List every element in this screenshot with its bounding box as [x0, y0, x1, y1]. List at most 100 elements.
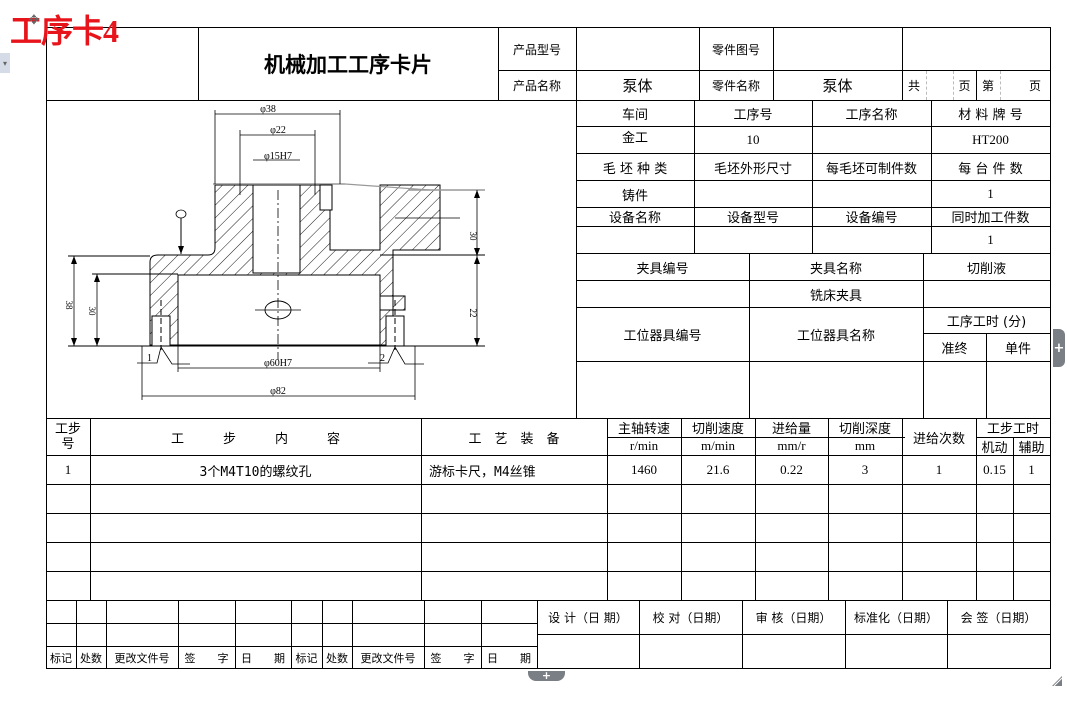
approval-col-line — [639, 600, 640, 668]
step-depth[interactable]: 3 — [861, 462, 869, 477]
page-unit-label: 页 — [958, 78, 971, 93]
product-name-value[interactable]: 泵体 — [622, 76, 653, 95]
equipment-name-label: 设备名称 — [608, 210, 661, 226]
header-bottom-line — [46, 100, 1051, 101]
blank-size-label: 毛坯外形尺寸 — [713, 161, 792, 177]
coolant-value[interactable] — [923, 281, 1050, 307]
unit-time-value[interactable] — [986, 362, 1050, 418]
parts-per-blank-value[interactable] — [812, 181, 931, 207]
operation-no-label: 工序号 — [733, 108, 773, 123]
step-content[interactable] — [90, 514, 421, 542]
passes-header: 进给次数 — [912, 431, 965, 447]
check-date-label: 校 对（日期） — [652, 611, 729, 625]
revision-col-line — [322, 600, 323, 668]
step-no[interactable]: 1 — [64, 462, 72, 477]
step-equipment[interactable] — [421, 514, 607, 542]
parts-per-unit-value[interactable]: 1 — [987, 186, 994, 201]
check-date-value[interactable] — [639, 635, 742, 668]
station-tool-no-value[interactable] — [576, 362, 749, 418]
step-equipment[interactable]: 游标卡尺，M4丝锥 — [429, 464, 536, 480]
fixture-no-value[interactable] — [576, 281, 749, 307]
workshop-value[interactable]: 金工 — [621, 130, 648, 146]
step-no[interactable] — [46, 572, 90, 600]
dashed-guide — [953, 71, 954, 100]
station-tool-name-value[interactable] — [749, 362, 923, 418]
review-date-value[interactable] — [742, 635, 845, 668]
equipment-name-value[interactable] — [576, 227, 694, 253]
design-date-label: 设 计（日 期） — [548, 611, 628, 625]
step-content[interactable] — [90, 572, 421, 600]
material-grade-value[interactable]: HT200 — [972, 132, 1009, 147]
step-no[interactable] — [46, 514, 90, 542]
table-resize-handle-icon[interactable] — [1052, 671, 1063, 687]
step-aux-time[interactable]: 1 — [1028, 462, 1035, 477]
steps-col-line — [90, 418, 91, 600]
steps-row-line — [46, 571, 1051, 572]
left-margin-dropdown-icon[interactable]: ▾ — [0, 53, 10, 73]
date-label: 日 期 — [241, 651, 285, 665]
review-date-label: 审 核（日期） — [755, 611, 832, 625]
step-equipment[interactable] — [421, 485, 607, 513]
step-speed[interactable]: 21.6 — [706, 462, 730, 477]
cutting-speed-unit: m/min — [701, 438, 735, 453]
step-machine-time[interactable]: 0.15 — [983, 462, 1006, 477]
dim-h30: 30 — [87, 307, 97, 317]
blank-type-label: 毛 坯 种 类 — [602, 161, 668, 177]
blank-size-value[interactable] — [694, 181, 812, 207]
header-divider — [976, 70, 977, 100]
revision-count-label: 处数 — [80, 651, 102, 665]
cut-depth-header: 切削深度 — [838, 422, 891, 437]
step-no[interactable] — [46, 543, 90, 571]
step-equipment[interactable] — [421, 543, 607, 571]
step-no[interactable] — [46, 485, 90, 513]
material-grade-label: 材 料 牌 号 — [958, 108, 1023, 123]
machine-time-header: 机动 — [981, 440, 1008, 456]
dim-phi38: φ38 — [260, 104, 276, 115]
simultaneous-parts-label: 同时加工件数 — [951, 210, 1030, 226]
fixture-col-line — [986, 333, 987, 418]
info-row-line — [576, 180, 1051, 181]
step-content[interactable]: 3个M4T10的螺纹孔 — [199, 464, 312, 480]
equipment-model-value[interactable] — [694, 227, 812, 253]
step-content[interactable] — [90, 543, 421, 571]
prep-time-label: 准终 — [941, 342, 968, 357]
fixture-row-line — [923, 333, 1051, 334]
add-column-button[interactable]: + — [1053, 329, 1065, 367]
signature-label-2: 签 字 — [430, 651, 475, 665]
step-spindle[interactable]: 1460 — [631, 462, 657, 477]
standardize-date-value[interactable] — [845, 635, 947, 668]
blank-type-value[interactable]: 铸件 — [621, 188, 648, 204]
operation-name-value[interactable] — [812, 127, 931, 153]
steps-row-line — [46, 484, 1051, 485]
steps-col-line — [755, 418, 756, 600]
dashed-guide — [926, 71, 927, 100]
product-model-value[interactable] — [576, 28, 699, 70]
spindle-speed-unit: r/min — [629, 438, 659, 453]
simultaneous-parts-value[interactable]: 1 — [987, 232, 994, 247]
frame-top — [46, 27, 1051, 28]
dim-phi15: φ15H7 — [264, 151, 292, 162]
part-name-value[interactable]: 泵体 — [822, 76, 853, 95]
step-equipment[interactable] — [421, 572, 607, 600]
countersign-date-value[interactable] — [947, 635, 1050, 668]
card-number-title: 工序卡4 — [10, 13, 119, 49]
step-passes[interactable]: 1 — [935, 462, 943, 477]
revision-col-line — [106, 600, 107, 668]
equipment-no-value[interactable] — [812, 227, 931, 253]
part-drawing-no-value[interactable] — [773, 28, 902, 70]
steps-row-line — [46, 455, 1051, 456]
step-feed[interactable]: 0.22 — [780, 462, 803, 477]
footer-divider — [537, 600, 538, 668]
prep-time-value[interactable] — [923, 362, 986, 418]
operation-no-value[interactable]: 10 — [746, 132, 760, 147]
step-no-header: 工步号 — [54, 422, 81, 452]
step-content[interactable] — [90, 485, 421, 513]
table-move-handle-icon[interactable]: ✥ — [28, 12, 40, 28]
fixture-name-value[interactable]: 铣床夹具 — [809, 288, 862, 304]
revision-col-line — [235, 600, 236, 668]
add-row-button[interactable]: + — [528, 670, 565, 681]
plus-icon: + — [1053, 340, 1065, 356]
design-date-value[interactable] — [537, 635, 639, 668]
equipment-header: 工 艺 装 备 — [468, 431, 560, 447]
revision-col-line — [178, 600, 179, 668]
